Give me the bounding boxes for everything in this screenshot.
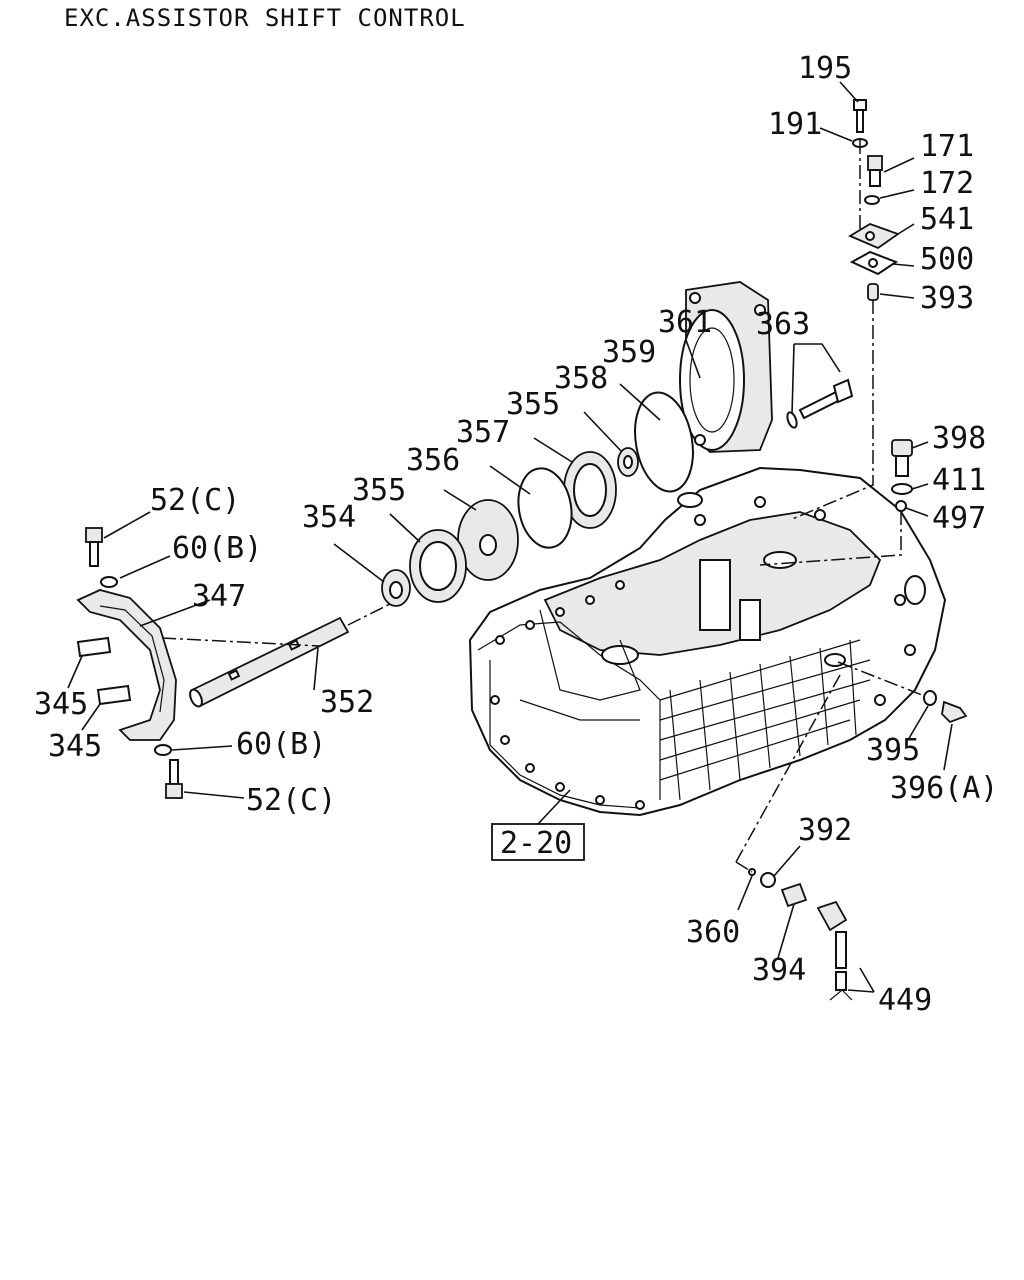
connector-group xyxy=(735,674,853,1001)
callout-361: 361 xyxy=(658,305,712,340)
callout-356: 356 xyxy=(406,443,460,478)
callout-labels: 195 191 171 172 541 500 393 361 363 359 … xyxy=(34,51,998,1018)
callout-449: 449 xyxy=(878,983,932,1018)
callout-355-upper: 355 xyxy=(506,387,560,422)
callout-345-upper: 345 xyxy=(34,687,88,722)
callout-347: 347 xyxy=(192,579,246,614)
ring-359 xyxy=(634,391,694,493)
callout-52c-bottom: 52(C) xyxy=(246,783,336,818)
callout-393: 393 xyxy=(920,281,974,316)
leader-ref-box xyxy=(537,789,571,825)
callout-354: 354 xyxy=(302,500,356,535)
seal-355-upper xyxy=(563,451,617,529)
plug-396-group xyxy=(837,661,968,724)
callout-171: 171 xyxy=(920,129,974,164)
nut-358 xyxy=(617,447,639,477)
reference-box xyxy=(491,823,585,861)
callout-394: 394 xyxy=(752,953,806,988)
callout-60b-top: 60(B) xyxy=(172,531,262,566)
fork-347 xyxy=(76,527,321,799)
callout-411: 411 xyxy=(932,463,986,498)
callout-363: 363 xyxy=(756,307,810,342)
callout-392: 392 xyxy=(798,813,852,848)
callout-396a: 396(A) xyxy=(890,771,998,806)
callout-395: 395 xyxy=(866,733,920,768)
diagram-title: EXC.ASSISTOR SHIFT CONTROL xyxy=(64,4,466,32)
callout-398: 398 xyxy=(932,421,986,456)
callout-345-lower: 345 xyxy=(48,729,102,764)
callout-358: 358 xyxy=(554,361,608,396)
callout-359: 359 xyxy=(602,335,656,370)
callout-172: 172 xyxy=(920,166,974,201)
callout-352: 352 xyxy=(320,685,374,720)
callout-52c-top: 52(C) xyxy=(150,483,240,518)
callout-195: 195 xyxy=(798,51,852,86)
callout-500: 500 xyxy=(920,242,974,277)
callout-497: 497 xyxy=(932,501,986,536)
callout-360: 360 xyxy=(686,915,740,950)
callout-355-lower: 355 xyxy=(352,473,406,508)
sensor-stack xyxy=(789,99,900,521)
callout-60b-bottom: 60(B) xyxy=(236,727,326,762)
cover-361 xyxy=(679,281,854,453)
transmission-case xyxy=(468,466,947,817)
bushing-354 xyxy=(381,569,411,607)
callout-357: 357 xyxy=(456,415,510,450)
leader-lines xyxy=(67,81,953,993)
shaft-352 xyxy=(189,603,391,708)
callout-191: 191 xyxy=(768,107,822,142)
seal-355-lower xyxy=(409,529,467,603)
callout-541: 541 xyxy=(920,202,974,237)
reference-box-label: 2-20 xyxy=(500,826,572,861)
snap-ring-357 xyxy=(517,467,573,549)
piston-356 xyxy=(457,499,519,581)
